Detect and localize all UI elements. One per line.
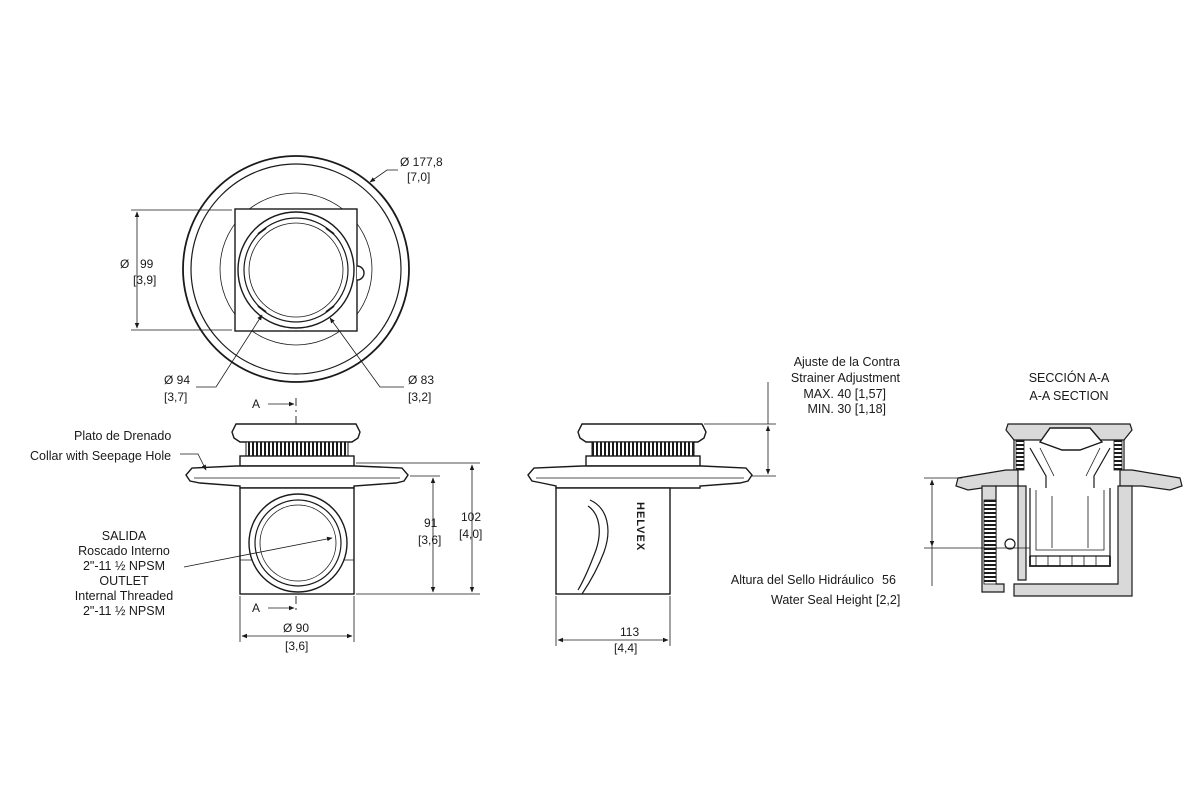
outlet-label-en-2: Internal Threaded [75,589,173,603]
dim-diameter-90: Ø 90 [283,621,309,635]
dim-outer-diameter-inches: [7,0] [407,170,430,184]
top-view: Ø 177,8 [7,0] Ø 99 [3,9] Ø 94 [3,7] Ø 83… [120,155,443,404]
adjust-label-es: Ajuste de la Contra [794,355,900,369]
seal-height-value: 56 [882,573,896,587]
section-title-en: A-A SECTION [1029,389,1108,403]
brand-helvex: HELVEX [634,502,646,551]
outlet-label-es-3: 2"-11 ½ NPSM [83,559,165,573]
dim-height-102: 102 [461,510,481,524]
seal-height-label-es: Altura del Sello Hidráulico [731,573,874,587]
dim-width-113-inches: [4,4] [614,641,637,655]
section-mark-bottom: A [252,601,260,615]
outlet-label-es-2: Roscado Interno [78,544,170,558]
adjust-label-en: Strainer Adjustment [791,371,901,385]
label-collar-en: Collar with Seepage Hole [30,449,171,463]
dim-left-diameter-inches: [3,7] [164,390,187,404]
section-title-es: SECCIÓN A-A [1029,370,1110,385]
section-mark-top: A [252,397,260,411]
diameter-symbol: Ø [120,257,129,271]
dim-square-inches: [3,9] [133,273,156,287]
adjust-max: MAX. 40 [1,57] [803,387,886,401]
dim-right-diameter: Ø 83 [408,373,434,387]
seal-height-label-en: Water Seal Height [771,593,872,607]
dim-height-102-inches: [4,0] [459,527,482,541]
dim-height-91: 91 [424,516,438,530]
adjust-min: MIN. 30 [1,18] [807,402,886,416]
dim-right-diameter-inches: [3,2] [408,390,431,404]
seal-height-value-inches: [2,2] [876,593,900,607]
dim-width-113: 113 [620,625,639,639]
outlet-label-en-3: 2"-11 ½ NPSM [83,604,165,618]
side-view: HELVEX Ajuste de la Contra Strainer Adju… [527,355,901,655]
front-view: A A Plato de Drenado Collar with Seepage… [30,397,482,653]
outlet-label-en-1: OUTLET [99,574,149,588]
dim-square: 99 [140,257,154,271]
section-view: SECCIÓN A-A A-A SECTION Altura del Sello… [731,370,1183,607]
dim-diameter-90-inches: [3,6] [285,639,308,653]
dim-outer-diameter: Ø 177,8 [400,155,443,169]
label-drain-plate-es: Plato de Drenado [74,429,171,443]
outlet-label-es-1: SALIDA [102,529,147,543]
dim-left-diameter: Ø 94 [164,373,190,387]
dim-height-91-inches: [3,6] [418,533,441,547]
